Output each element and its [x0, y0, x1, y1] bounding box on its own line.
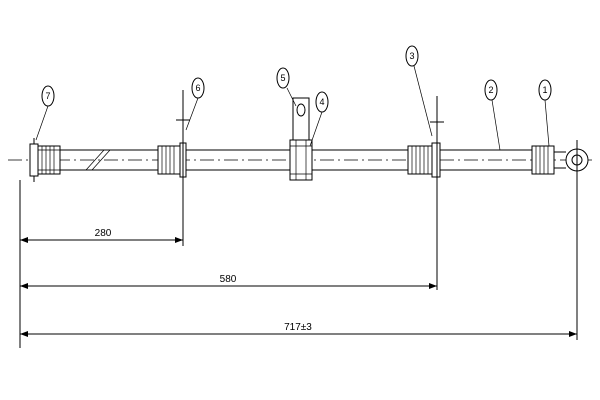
callout-2: 2	[484, 79, 498, 101]
svg-text:7: 7	[45, 91, 50, 101]
dimension-280: 280	[20, 228, 183, 243]
callout-4: 4	[315, 91, 329, 113]
svg-text:6: 6	[195, 83, 200, 93]
callout-6: 6	[191, 77, 205, 99]
fitting-280	[157, 90, 190, 246]
callout-5: 5	[276, 67, 290, 89]
svg-text:5: 5	[280, 73, 285, 83]
dimension-580: 580	[20, 274, 437, 289]
callout-1: 1	[538, 79, 552, 101]
dimension-580-label: 580	[220, 274, 237, 285]
fitting-580	[407, 96, 444, 290]
svg-text:2: 2	[488, 85, 493, 95]
dimension-717-label: 717±3	[284, 322, 312, 333]
dimension-280-label: 280	[95, 228, 112, 239]
bracket-hole	[296, 103, 306, 117]
dimension-717: 717±3	[20, 322, 577, 337]
svg-text:3: 3	[409, 51, 414, 61]
callout-7: 7	[41, 85, 55, 107]
callout-3: 3	[405, 45, 419, 67]
left-end-fitting	[29, 138, 61, 182]
right-end-fitting	[531, 140, 589, 340]
svg-text:4: 4	[319, 97, 324, 107]
center-bracket	[289, 97, 313, 181]
svg-text:1: 1	[542, 85, 547, 95]
hose-body	[60, 149, 532, 171]
callout-leaders	[35, 65, 550, 151]
